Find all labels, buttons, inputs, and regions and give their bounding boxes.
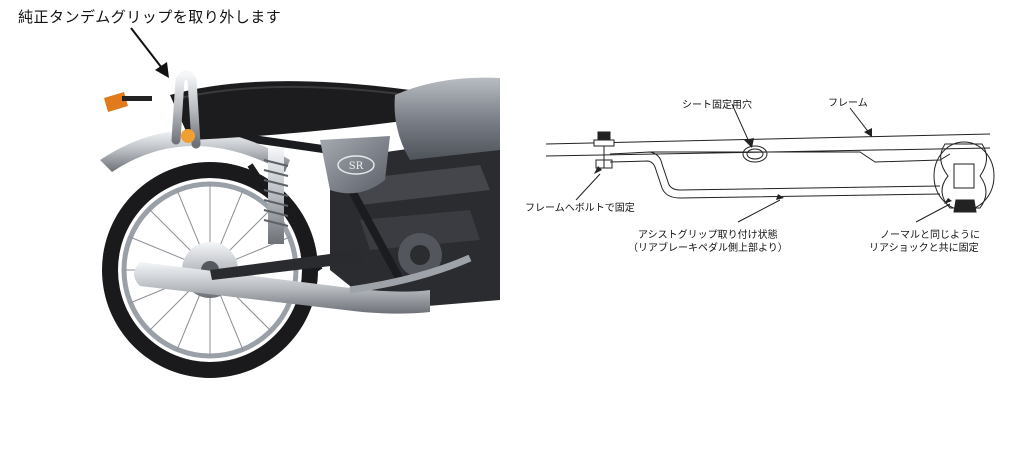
- side-cover: [320, 136, 390, 194]
- rear-shock: [263, 148, 289, 244]
- normal-mount-label: ノーマルと同じように: [880, 230, 980, 241]
- turn-indicator-rear: [104, 92, 128, 112]
- frame-bolt-label: フレームへボルトで固定: [525, 203, 635, 214]
- motorcycle-photo: SR: [100, 70, 500, 378]
- fuel-tank: [394, 77, 500, 160]
- seat-hole-label: シート固定用穴: [682, 100, 752, 111]
- seat-hole: [742, 145, 768, 163]
- shock-mount: [940, 143, 987, 209]
- muffler: [134, 254, 472, 314]
- mounting-diagram: [545, 104, 995, 223]
- title-label: 純正タンデムグリップを取り外します: [18, 8, 282, 26]
- tandem-grip: [171, 70, 201, 149]
- turn-indicator-side: [181, 129, 195, 143]
- frame-label: フレーム: [828, 98, 868, 109]
- frame-bolt: [597, 131, 611, 141]
- rear-fender: [100, 130, 290, 172]
- frame-rail-top: [545, 133, 991, 145]
- assist-grip-sublabel: （リアブレーキペダル側上部より）: [628, 243, 788, 254]
- seat: [170, 81, 410, 140]
- assist-grip-label: アシストグリップ取り付け状態: [638, 230, 778, 241]
- title-arrow: [130, 27, 169, 78]
- grip-bar: [609, 151, 941, 191]
- rear-shock-mount-label: リアショックと共に固定: [869, 243, 979, 254]
- swingarm: [210, 250, 365, 280]
- side-cover-emblem: SR: [349, 161, 364, 172]
